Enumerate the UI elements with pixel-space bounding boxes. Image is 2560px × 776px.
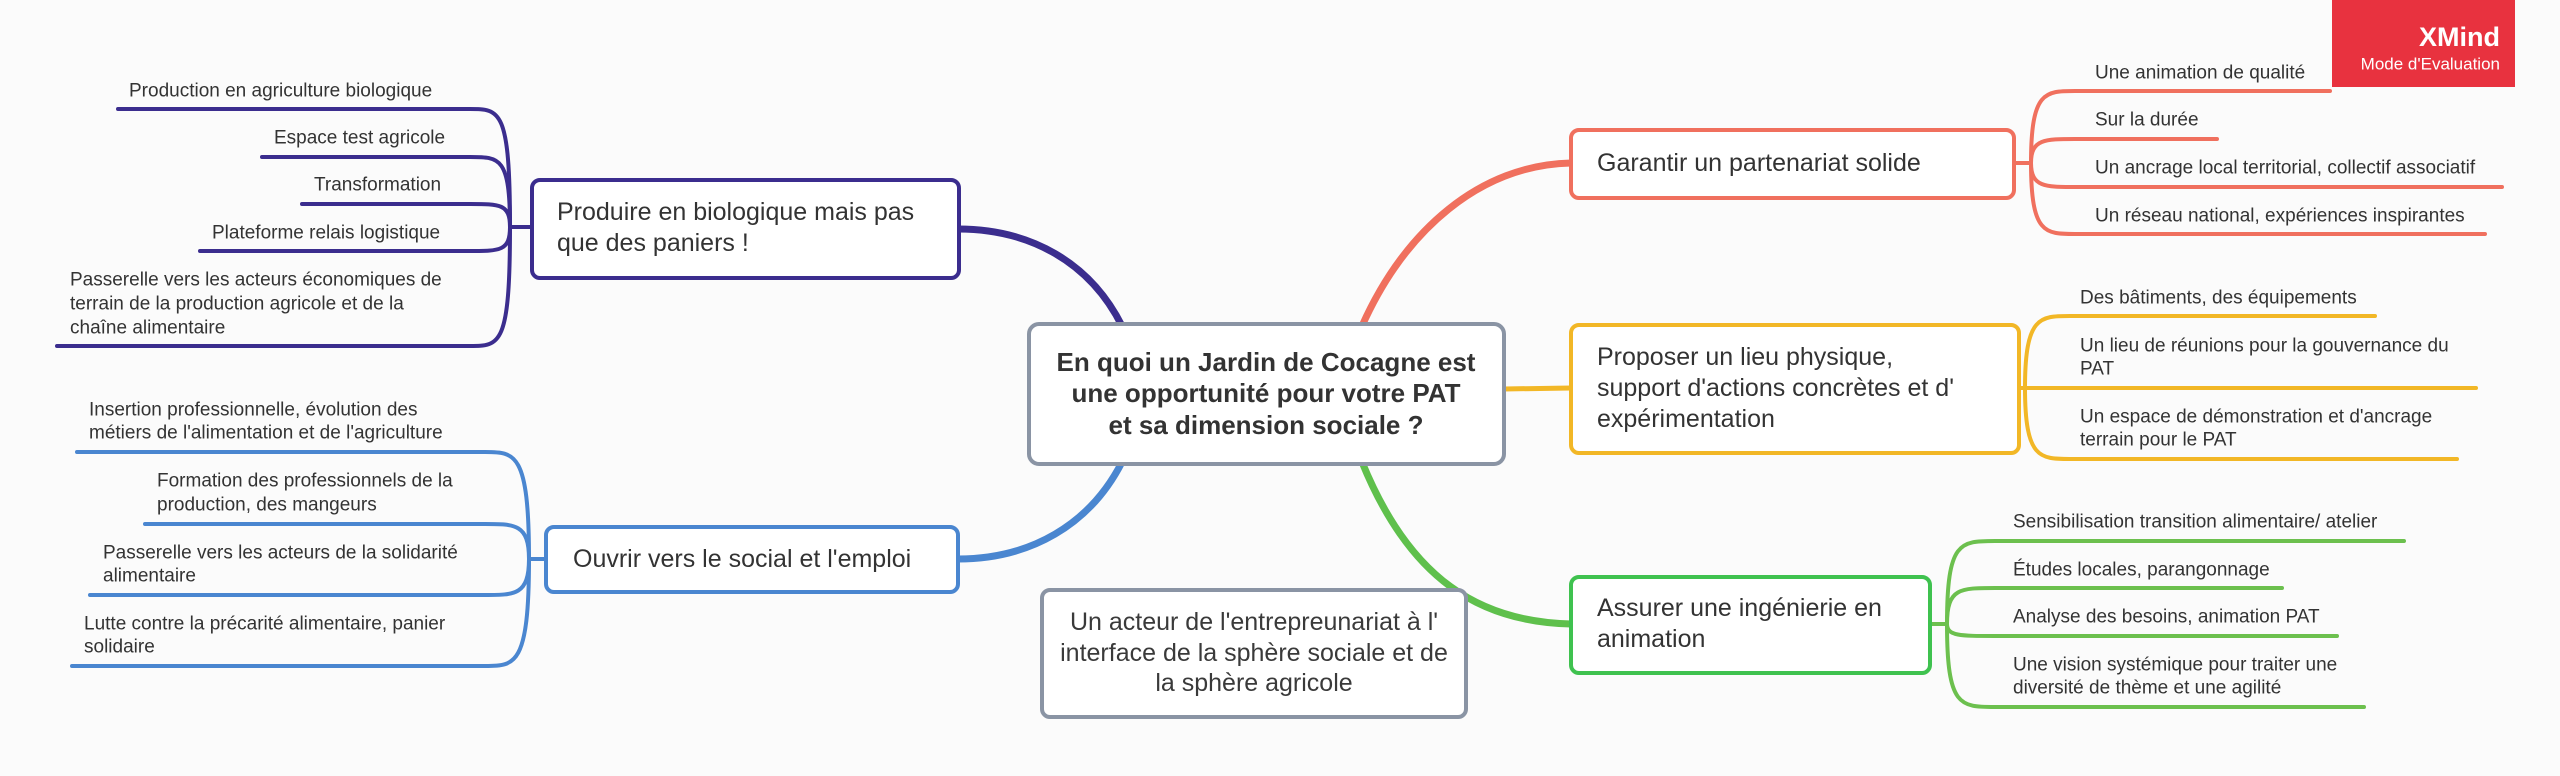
- subtopic-passerelle-eco[interactable]: Passerelle vers les acteurs économiques …: [70, 270, 442, 291]
- produire-leaf-lines: [55, 107, 534, 348]
- subtopic-passerelle-eco[interactable]: chaîne alimentaire: [70, 318, 225, 339]
- branch-connector-produire: [957, 225, 1126, 328]
- subtopic-passerelle-solidarite[interactable]: Passerelle vers les acteurs de la solida…: [103, 543, 458, 564]
- garantir-leaf-lines: [2012, 89, 2504, 236]
- note-line: la sphère agricole: [1155, 669, 1352, 697]
- subtopic-espace-test[interactable]: Espace test agricole: [274, 128, 445, 149]
- topic-proposer[interactable]: Proposer un lieu physique, support d'act…: [1569, 323, 2021, 455]
- floating-topic-note[interactable]: Un acteur de l'entrepreunariat à l' inte…: [1040, 588, 1468, 719]
- subtopic-formation[interactable]: production, des mangeurs: [157, 495, 377, 516]
- topic-label: Proposer un lieu physique,: [1597, 343, 1893, 371]
- subtopic-espace-demonstration[interactable]: terrain pour le PAT: [2080, 430, 2237, 451]
- ouvrir-leaf-lines: [70, 450, 548, 668]
- assurer-leaf-lines: [1928, 539, 2406, 709]
- topic-garantir[interactable]: Garantir un partenariat solide: [1569, 128, 2016, 200]
- subtopic-production-bio[interactable]: Production en agriculture biologique: [129, 81, 432, 102]
- branch-connector-assurer: [1358, 460, 1572, 628]
- topic-label: Produire en biologique mais pas: [557, 198, 914, 226]
- topic-label: support d'actions concrètes et d': [1597, 374, 1954, 402]
- subtopic-insertion[interactable]: Insertion professionnelle, évolution des: [89, 400, 417, 421]
- topic-assurer[interactable]: Assurer une ingénierie en animation: [1569, 575, 1932, 675]
- subtopic-formation[interactable]: Formation des professionnels de la: [157, 471, 453, 492]
- subtopic-lutte-precarite[interactable]: Lutte contre la précarité alimentaire, p…: [84, 614, 446, 635]
- subtopic-etudes-locales[interactable]: Études locales, parangonnage: [2013, 560, 2270, 581]
- subtopic-passerelle-solidarite[interactable]: alimentaire: [103, 566, 196, 587]
- central-topic-line: et sa dimension sociale ?: [1109, 410, 1424, 440]
- subtopic-ancrage-local[interactable]: Un ancrage local territorial, collectif …: [2095, 158, 2476, 179]
- badge-subtitle: Mode d'Evaluation: [2361, 55, 2500, 74]
- subtopic-plateforme[interactable]: Plateforme relais logistique: [212, 223, 440, 244]
- branch-connector-proposer: [1503, 385, 1572, 392]
- subtopic-sensibilisation[interactable]: Sensibilisation transition alimentaire/ …: [2013, 512, 2378, 533]
- subtopic-analyse-besoins[interactable]: Analyse des besoins, animation PAT: [2013, 607, 2320, 628]
- subtopic-animation-qualite[interactable]: Une animation de qualité: [2095, 63, 2305, 84]
- assurer-subtopics: Sensibilisation transition alimentaire/ …: [2013, 512, 2378, 699]
- subtopic-lutte-precarite[interactable]: solidaire: [84, 637, 155, 658]
- proposer-subtopics: Des bâtiments, des équipements Un lieu d…: [2080, 288, 2449, 451]
- subtopic-reseau-national[interactable]: Un réseau national, expériences inspiran…: [2095, 206, 2465, 227]
- topic-produire[interactable]: Produire en biologique mais pas que des …: [530, 178, 961, 280]
- proposer-leaf-lines: [2017, 314, 2478, 461]
- topic-label: Garantir un partenariat solide: [1597, 149, 1921, 177]
- branch-connector-garantir: [1358, 159, 1572, 328]
- topic-label: que des paniers !: [557, 229, 749, 257]
- subtopic-lieu-reunions[interactable]: PAT: [2080, 359, 2115, 380]
- xmind-evaluation-badge: XMind Mode d'Evaluation: [2332, 0, 2515, 87]
- subtopic-lieu-reunions[interactable]: Un lieu de réunions pour la gouvernance …: [2080, 336, 2449, 357]
- note-line: interface de la sphère sociale et de: [1060, 639, 1448, 667]
- ouvrir-subtopics: Insertion professionnelle, évolution des…: [84, 400, 458, 658]
- subtopic-duree[interactable]: Sur la durée: [2095, 110, 2199, 131]
- subtopic-batiments[interactable]: Des bâtiments, des équipements: [2080, 288, 2357, 309]
- subtopic-transformation[interactable]: Transformation: [314, 175, 441, 196]
- central-topic[interactable]: En quoi un Jardin de Cocagne est une opp…: [1027, 322, 1506, 466]
- topic-label: expérimentation: [1597, 405, 1775, 433]
- subtopic-vision-systemique[interactable]: Une vision systémique pour traiter une: [2013, 655, 2337, 676]
- note-line: Un acteur de l'entrepreunariat à l': [1070, 608, 1438, 636]
- topic-label: animation: [1597, 625, 1705, 653]
- garantir-subtopics: Une animation de qualité Sur la durée Un…: [2095, 63, 2476, 227]
- central-topic-line: En quoi un Jardin de Cocagne est: [1057, 347, 1476, 377]
- subtopic-passerelle-eco[interactable]: terrain de la production agricole et de …: [70, 294, 404, 315]
- topic-label: Ouvrir vers le social et l'emploi: [573, 545, 911, 573]
- subtopic-espace-demonstration[interactable]: Un espace de démonstration et d'ancrage: [2080, 407, 2432, 428]
- central-topic-line: une opportunité pour votre PAT: [1071, 378, 1460, 408]
- badge-title: XMind: [2419, 22, 2500, 52]
- produire-subtopics: Production en agriculture biologique Esp…: [70, 81, 445, 339]
- topic-ouvrir[interactable]: Ouvrir vers le social et l'emploi: [544, 525, 960, 594]
- subtopic-insertion[interactable]: métiers de l'alimentation et de l'agricu…: [89, 423, 443, 444]
- topic-label: Assurer une ingénierie en: [1597, 594, 1882, 622]
- subtopic-vision-systemique[interactable]: diversité de thème et une agilité: [2013, 678, 2281, 699]
- branch-connector-ouvrir: [957, 460, 1126, 563]
